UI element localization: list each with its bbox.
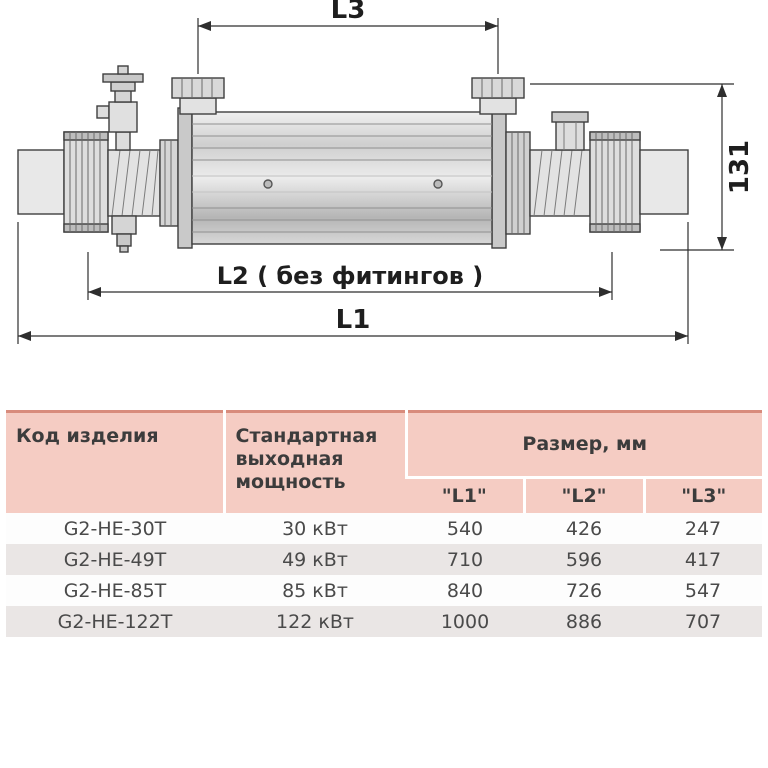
- inlet-port-right: [471, 77, 525, 115]
- l2-cell: 886: [565, 610, 603, 633]
- l1-cell: 710: [446, 548, 484, 571]
- dim-l1-label: L1: [336, 305, 371, 335]
- dim-l2-label: L2 ( без фитингов ): [217, 262, 483, 290]
- l2-cell: 726: [565, 579, 603, 602]
- left-threaded-section: [107, 149, 161, 217]
- product-code-cell: G2-HE-49T: [63, 548, 167, 571]
- l3-cell: 417: [684, 548, 722, 571]
- l1-cell: 1000: [440, 610, 490, 633]
- l1-cell: 540: [446, 517, 484, 540]
- col-header-power: Стандартная выходная мощность: [222, 411, 406, 513]
- vent-plug: [551, 111, 589, 151]
- power-cell: 85 кВт: [282, 579, 348, 602]
- dimension-l1: L1: [17, 222, 689, 344]
- left-pipe-stub: [17, 149, 65, 215]
- right-adapter-ring: [505, 131, 531, 235]
- power-cell: 49 кВт: [282, 548, 348, 571]
- l3-cell: 247: [684, 517, 722, 540]
- right-union-nut: [589, 131, 641, 233]
- l2-cell: 596: [565, 548, 603, 571]
- power-cell: 122 кВт: [276, 610, 354, 633]
- col-header-size: Размер, мм: [404, 411, 762, 479]
- technical-drawing: L3 131 L2 ( без фитингов ): [17, 0, 755, 344]
- col-header-l2: "L2": [522, 477, 644, 513]
- drain-plug: [111, 215, 137, 253]
- left-inner-ring: [159, 139, 179, 227]
- table-row: G2-HE-122T 122 кВт 1000 886 707: [6, 606, 762, 637]
- table-row: G2-HE-85T 85 кВт 840 726 547: [6, 575, 762, 606]
- left-union-nut: [63, 131, 109, 233]
- table-row: G2-HE-30T 30 кВт 540 426 247: [6, 513, 762, 544]
- col-header-l3: "L3": [642, 477, 762, 513]
- l1-cell: 840: [446, 579, 484, 602]
- right-pipe-stub: [639, 149, 689, 215]
- table-row: G2-HE-49T 49 кВт 710 596 417: [6, 544, 762, 575]
- power-cell: 30 кВт: [282, 517, 348, 540]
- l3-cell: 547: [684, 579, 722, 602]
- col-header-l1: "L1": [406, 477, 524, 513]
- spec-table: Код изделия Стандартная выходная мощност…: [6, 410, 762, 637]
- product-code-cell: G2-HE-122T: [57, 610, 173, 633]
- relief-valve: [96, 65, 144, 151]
- col-header-product-code: Код изделия: [6, 411, 224, 513]
- heat-exchanger-diagram: L3 131 L2 ( без фитингов ): [17, 0, 755, 344]
- heat-exchanger-body: [177, 107, 507, 249]
- dim-131-label: 131: [725, 140, 755, 194]
- product-code-cell: G2-HE-30T: [63, 517, 167, 540]
- product-code-cell: G2-HE-85T: [63, 579, 167, 602]
- right-threaded-section: [529, 149, 591, 217]
- dimension-131: 131: [530, 83, 755, 251]
- dimension-l2: L2 ( без фитингов ): [87, 252, 613, 300]
- dimension-l3: L3: [197, 0, 499, 74]
- inlet-port-left: [171, 77, 225, 115]
- l2-cell: 426: [565, 517, 603, 540]
- dim-l3-label: L3: [331, 0, 366, 25]
- l3-cell: 707: [684, 610, 722, 633]
